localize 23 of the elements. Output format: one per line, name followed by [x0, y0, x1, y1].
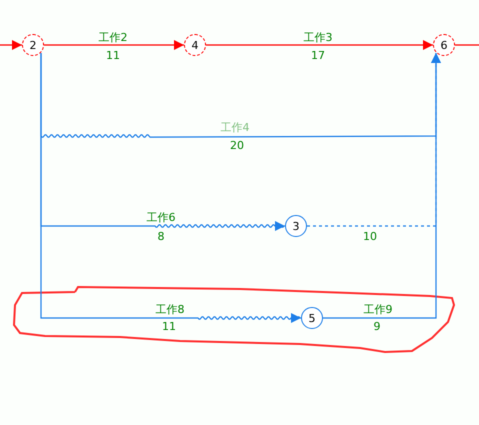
arrow — [206, 40, 433, 50]
arrow — [40, 53, 302, 323]
edge-label: 工作2 — [98, 31, 128, 44]
duration-label: 10 — [363, 230, 377, 243]
event-circle: 4 — [184, 34, 206, 56]
arrow — [323, 53, 441, 319]
duration-label: 17 — [311, 49, 325, 62]
edge-label: 工作9 — [364, 303, 392, 316]
duration-label: 8 — [158, 230, 164, 243]
duration-label: 11 — [162, 320, 176, 333]
event-circle: 5 — [301, 307, 323, 329]
edge-label: 工作8 — [156, 303, 184, 316]
edge-label: 工作6 — [146, 211, 176, 224]
edge-label: 工作3 — [304, 31, 332, 44]
arrow — [0, 40, 22, 50]
event-circle: 3 — [285, 215, 307, 237]
edge-label: 工作4 — [220, 121, 250, 134]
duration-label: 11 — [106, 49, 120, 62]
arrow — [44, 40, 184, 50]
duration-label: 20 — [230, 139, 244, 152]
duration-label: 9 — [374, 320, 380, 333]
event-circle: 6 — [433, 34, 455, 56]
event-circle: 2 — [22, 34, 44, 56]
